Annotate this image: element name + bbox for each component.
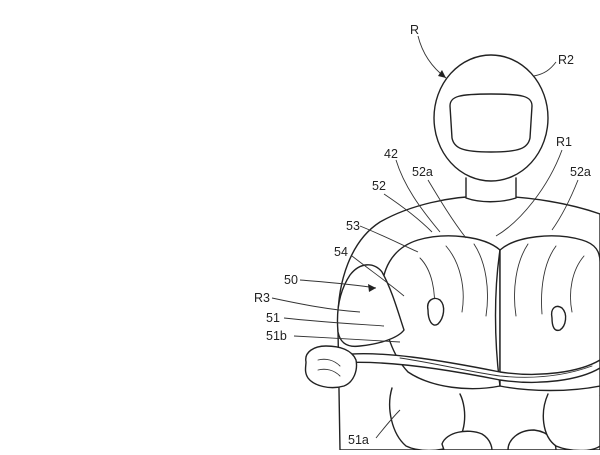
leader-R3 — [271, 297, 361, 313]
label-51b: 51b — [266, 329, 287, 343]
finger-line — [317, 368, 341, 377]
leader-54 — [351, 255, 405, 297]
leader-52 — [383, 193, 433, 233]
lower-chamber-right — [542, 393, 600, 452]
label-52a-left: 52a — [412, 165, 433, 179]
leader-52a-left — [427, 179, 467, 239]
leader-51a — [375, 409, 401, 439]
label-R: R — [410, 23, 419, 37]
leader-42 — [395, 159, 441, 233]
crease-line — [570, 255, 585, 313]
label-52: 52 — [372, 179, 386, 193]
rider-neck — [465, 177, 517, 203]
label-51a: 51a — [348, 433, 369, 447]
label-R2: R2 — [558, 53, 574, 67]
leader-51 — [283, 317, 385, 327]
crease-line — [541, 245, 557, 315]
crease-line — [514, 243, 529, 317]
leader-51b — [293, 335, 401, 343]
helmet-visor — [449, 93, 533, 153]
leader-R2 — [533, 61, 557, 77]
label-51: 51 — [266, 311, 280, 325]
handlebar — [339, 353, 600, 384]
airbag-center-seam — [494, 249, 501, 387]
crease-line — [445, 245, 464, 313]
vent-left — [426, 297, 445, 326]
label-54: 54 — [334, 245, 348, 259]
airbag-right-chamber — [499, 235, 600, 392]
label-53: 53 — [346, 219, 360, 233]
label-R3: R3 — [254, 291, 270, 305]
leader-53 — [359, 225, 419, 253]
finger-line — [317, 358, 341, 367]
leader-52a-right — [551, 179, 579, 231]
leader-R1 — [495, 149, 563, 237]
leader-50-arrowhead — [368, 284, 376, 292]
handlebar-inner-line — [399, 357, 593, 378]
label-52a-right: 52a — [570, 165, 591, 179]
crease-line — [473, 243, 488, 317]
vent-right — [550, 305, 567, 332]
label-50: 50 — [284, 273, 298, 287]
label-42: 42 — [384, 147, 398, 161]
rider-hand — [304, 345, 358, 389]
leader-R-arrowhead — [438, 70, 446, 78]
label-R1: R1 — [556, 135, 572, 149]
